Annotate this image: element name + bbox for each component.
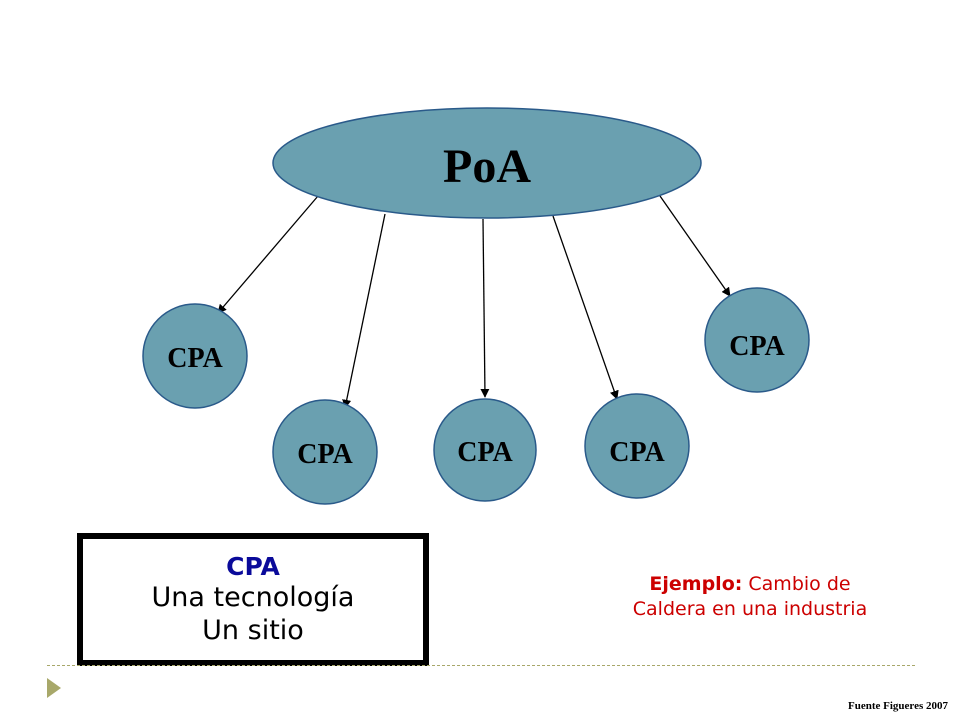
example-label: Ejemplo: [649, 573, 743, 595]
poa-label: PoA [443, 140, 531, 193]
example-note: Ejemplo: Cambio de Caldera en una indust… [600, 572, 900, 621]
definition-title: CPA [226, 552, 280, 582]
cpa-label: CPA [729, 331, 785, 362]
footer-divider [47, 665, 915, 666]
cpa-node-1: CPA [142, 303, 248, 409]
triangle-bullet-icon [47, 678, 61, 698]
definition-line-site: Un sitio [202, 614, 304, 646]
connector-arrows [217, 195, 731, 409]
cpa-node-5: CPA [704, 287, 810, 393]
arrow-to-cpa-1 [217, 195, 319, 314]
cpa-circle [272, 399, 378, 505]
cpa-circle [433, 398, 537, 502]
cpa-label: CPA [297, 439, 353, 470]
cpa-label: CPA [167, 343, 223, 374]
definition-line-technology: Una tecnología [151, 582, 355, 614]
cpa-circle [142, 303, 248, 409]
poa-ellipse [272, 107, 702, 219]
cpa-node-2: CPA [272, 399, 378, 505]
cpa-circle [584, 393, 690, 499]
arrow-to-cpa-3 [480, 218, 490, 398]
cpa-circle [704, 287, 810, 393]
poa-node: PoA [272, 107, 702, 219]
example-text-line1: Cambio de [742, 573, 851, 595]
example-text-line2: Caldera en una industria [632, 597, 868, 620]
arrow-to-cpa-4 [552, 215, 619, 400]
cpa-definition-box: CPA Una tecnología Un sitio [77, 533, 429, 666]
arrow-to-cpa-5 [659, 195, 731, 297]
source-citation: Fuente Figueres 2007 [847, 700, 948, 712]
cpa-label: CPA [609, 437, 665, 468]
cpa-node-3: CPA [433, 398, 537, 502]
cpa-label: CPA [457, 437, 513, 468]
cpa-node-4: CPA [584, 393, 690, 499]
arrow-to-cpa-2 [342, 213, 386, 409]
